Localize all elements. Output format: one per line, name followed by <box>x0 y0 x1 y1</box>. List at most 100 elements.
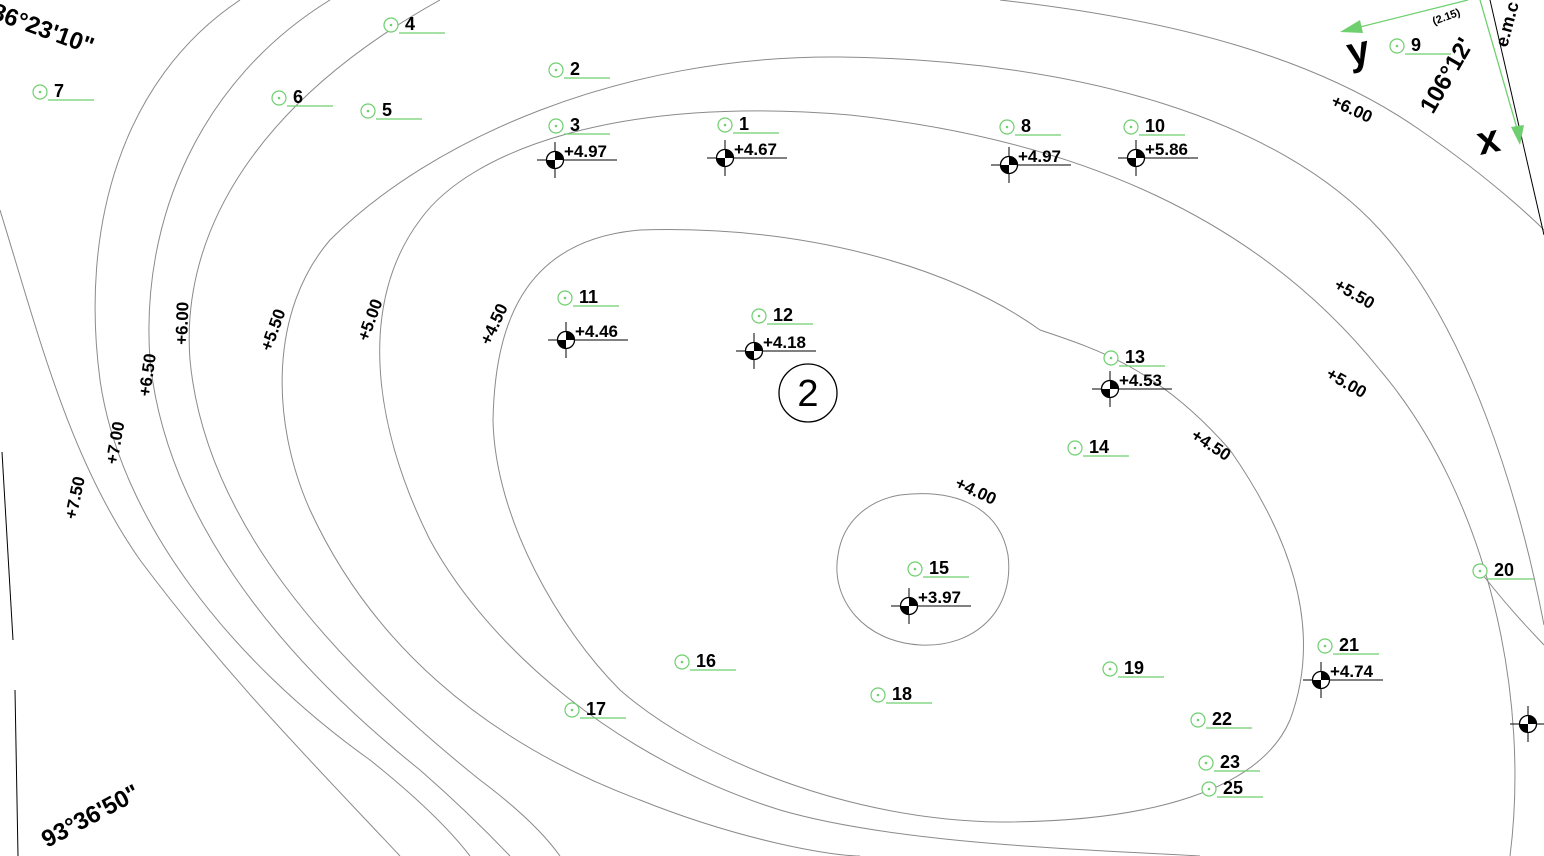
station-dot <box>1005 125 1009 129</box>
elevation-benchmark: +4.53 <box>1092 371 1172 407</box>
station-dot <box>1323 644 1327 648</box>
contour-label: +4.50 <box>476 301 511 348</box>
benchmark-quadrant <box>1110 380 1119 389</box>
station-label: 10 <box>1145 116 1165 136</box>
benchmark-quadrant <box>1528 715 1537 724</box>
station-label: 4 <box>405 14 415 34</box>
direction-arrows <box>1340 0 1524 145</box>
zone-marker: 2 <box>778 363 838 423</box>
elevation-benchmark: +4.46 <box>548 322 628 358</box>
contour-label: +7.00 <box>102 420 128 466</box>
axis-x-label: x <box>1473 116 1504 164</box>
station-dot <box>723 123 727 127</box>
elevation-benchmark-partial <box>1510 706 1544 742</box>
station-dot <box>570 708 574 712</box>
contour-label: +4.50 <box>1188 425 1234 464</box>
benchmark-quadrant <box>1101 389 1110 398</box>
station-label: 19 <box>1124 658 1144 678</box>
station-dot <box>757 314 761 318</box>
survey-station: 3 <box>548 115 610 135</box>
station-label: 23 <box>1220 752 1240 772</box>
survey-station: 12 <box>751 305 813 325</box>
survey-station: 11 <box>557 287 619 307</box>
station-dot <box>563 296 567 300</box>
benchmark-quadrant <box>1000 165 1009 174</box>
station-dot <box>1108 667 1112 671</box>
station-dot <box>1073 446 1077 450</box>
station-label: 1 <box>739 114 749 134</box>
axis-y-label: y <box>1343 27 1375 75</box>
station-label: 22 <box>1212 709 1232 729</box>
em-label: e.m.c <box>1492 0 1523 49</box>
zone-circle <box>778 363 838 423</box>
survey-station: 8 <box>999 116 1061 136</box>
elevation-benchmark: +4.97 <box>537 142 617 178</box>
benchmark-elevation-label: +3.97 <box>918 588 961 607</box>
station-label: 17 <box>586 699 606 719</box>
station-label: 5 <box>382 100 392 120</box>
benchmark-elevation-label: +4.46 <box>575 322 618 341</box>
survey-station: 14 <box>1067 437 1129 457</box>
benchmark-quadrant <box>555 151 564 160</box>
survey-station: 17 <box>564 699 626 719</box>
benchmark-quadrant <box>725 149 734 158</box>
station-dot <box>1129 125 1133 129</box>
angle-top-left: 86°23'10" <box>0 0 98 60</box>
benchmark-quadrant <box>557 340 566 349</box>
survey-station: 23 <box>1198 752 1260 772</box>
station-dot <box>1478 569 1482 573</box>
benchmark-quadrant <box>754 342 763 351</box>
survey-station: 1 <box>717 114 779 134</box>
station-label: 15 <box>929 558 949 578</box>
station-dot <box>1196 718 1200 722</box>
contour-6-00 <box>188 0 1544 856</box>
station-label: 11 <box>579 287 598 307</box>
station-dot <box>913 567 917 571</box>
station-dot <box>1204 761 1208 765</box>
benchmark-elevation-label: +4.74 <box>1330 662 1374 681</box>
survey-station: 10 <box>1123 116 1185 136</box>
station-label: 14 <box>1089 437 1109 457</box>
survey-station: 25 <box>1201 778 1263 798</box>
station-dot <box>366 109 370 113</box>
station-dot <box>277 96 281 100</box>
contour-label: +6.00 <box>1328 91 1375 126</box>
benchmark-quadrant <box>909 597 918 606</box>
contour-label: +5.00 <box>1323 364 1370 402</box>
contour-4-00 <box>836 493 1010 646</box>
station-label: 18 <box>892 684 912 704</box>
station-dot <box>680 660 684 664</box>
survey-station: 13 <box>1103 347 1165 367</box>
survey-station: 5 <box>360 100 422 120</box>
boundary-left-upper <box>1 451 14 641</box>
benchmark-elevation-label: +4.67 <box>734 140 777 159</box>
survey-station: 19 <box>1102 658 1164 678</box>
benchmark-elevation-label: +4.97 <box>564 142 607 161</box>
survey-station: 9 <box>1389 35 1451 55</box>
station-label: 25 <box>1223 778 1243 798</box>
station-label: 3 <box>570 115 580 135</box>
station-dot <box>1207 787 1211 791</box>
benchmark-quadrant <box>1136 149 1145 158</box>
small-label: (2.15) <box>1431 7 1462 28</box>
contour-5-00 <box>379 110 1516 856</box>
survey-station: 20 <box>1472 560 1534 580</box>
elevation-benchmark: +4.18 <box>736 333 816 369</box>
station-dot <box>554 68 558 72</box>
station-dot <box>389 23 393 27</box>
benchmark-quadrant <box>566 331 575 340</box>
contour-label: +4.00 <box>952 473 999 508</box>
survey-station: 4 <box>383 14 445 34</box>
benchmark-quadrant <box>716 158 725 167</box>
survey-station: 18 <box>870 684 932 704</box>
station-label: 8 <box>1021 116 1031 136</box>
survey-station: 6 <box>271 87 333 107</box>
angle-top-right: 106°12' <box>1415 33 1479 118</box>
benchmark-elevation-label: +4.18 <box>763 333 806 352</box>
station-dot <box>1109 356 1113 360</box>
contour-right <box>1474 564 1544 646</box>
